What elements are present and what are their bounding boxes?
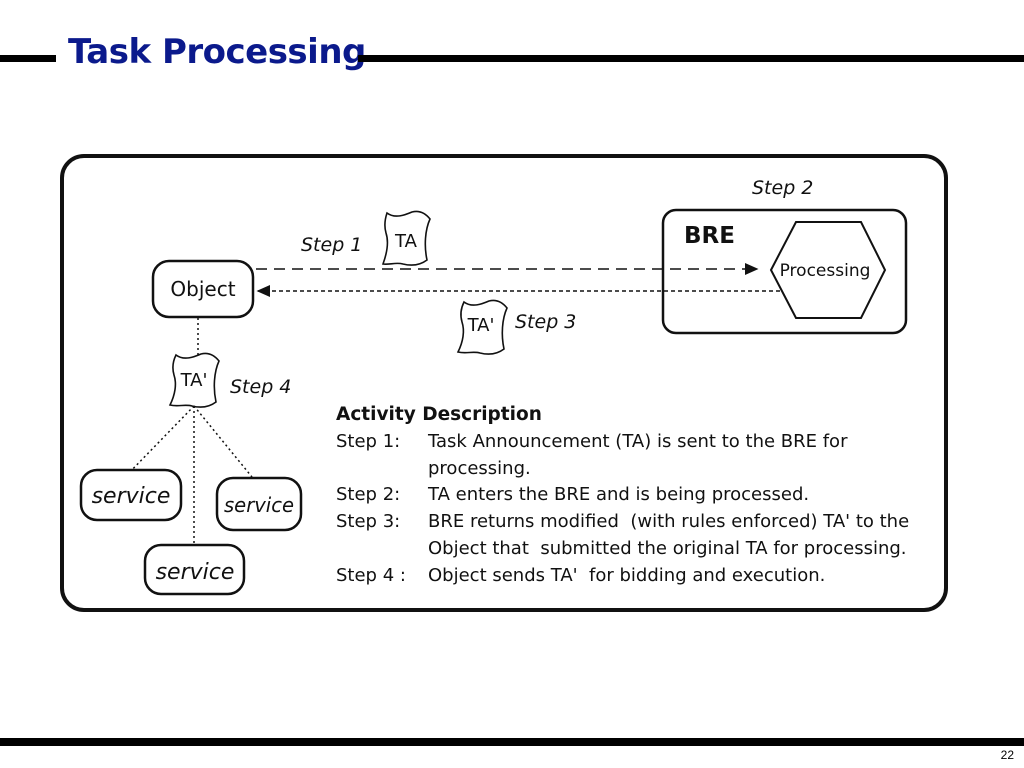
step-text: Task Announcement (TA) is sent to the BR… bbox=[428, 429, 946, 483]
service-label: service bbox=[156, 560, 235, 585]
activity-step-3: Step 3: BRE returns modified (with rules… bbox=[336, 509, 946, 563]
service-node bbox=[215, 476, 303, 532]
step-text-line: processing. bbox=[428, 457, 531, 479]
step-text: BRE returns modified (with rules enforce… bbox=[428, 509, 946, 563]
step-text-line: BRE returns modified (with rules enforce… bbox=[428, 511, 910, 533]
processing-label: Processing bbox=[780, 261, 871, 281]
service-node bbox=[143, 543, 246, 596]
processing-hexagon bbox=[769, 221, 887, 319]
activity-step-2: Step 2: TA enters the BRE and is being p… bbox=[336, 482, 946, 509]
step-text-line: Object sends TA' for bidding and executi… bbox=[428, 564, 826, 586]
activity-step-1: Step 1: Task Announcement (TA) is sent t… bbox=[336, 429, 946, 483]
ta-token-label: TA bbox=[394, 231, 418, 252]
object-node bbox=[151, 259, 255, 319]
dispatch-line-right bbox=[193, 405, 253, 478]
object-label: Object bbox=[170, 277, 235, 301]
step-label: Step 4 : bbox=[336, 564, 406, 586]
step-text-line: Task Announcement (TA) is sent to the BR… bbox=[428, 430, 848, 452]
ta-document-icon bbox=[381, 210, 431, 266]
ta-prime-dispatch-label: TA' bbox=[180, 370, 208, 391]
step-text: TA enters the BRE and is being processed… bbox=[428, 482, 946, 509]
bre-box bbox=[661, 208, 908, 335]
ta-prime-return-label: TA' bbox=[467, 315, 495, 336]
activity-heading: Activity Description bbox=[336, 404, 542, 425]
page-number: 22 bbox=[1000, 748, 1014, 762]
step-text-line: TA enters the BRE and is being processed… bbox=[428, 484, 810, 506]
step-label: Step 1: bbox=[336, 430, 401, 452]
ta-prime-return-document-icon bbox=[456, 299, 508, 355]
step1-label: Step 1 bbox=[301, 234, 362, 256]
slide-title: Task Processing bbox=[68, 32, 366, 72]
service-label: service bbox=[92, 484, 171, 509]
step-text-line: Object that submitted the original TA fo… bbox=[428, 537, 907, 559]
step-text: Object sends TA' for bidding and executi… bbox=[428, 563, 946, 590]
activity-step-4: Step 4 : Object sends TA' for bidding an… bbox=[336, 563, 946, 590]
ta-prime-dispatch-document-icon bbox=[168, 352, 220, 408]
step2-label: Step 2 bbox=[752, 177, 813, 199]
activity-description: Activity Description Step 1: Task Announ… bbox=[336, 402, 946, 590]
service-node bbox=[79, 468, 183, 522]
service-label: service bbox=[224, 493, 294, 517]
dispatch-line-left bbox=[124, 405, 195, 478]
footer-rule bbox=[0, 738, 1024, 746]
diagram-frame bbox=[60, 154, 948, 612]
title-rule-left bbox=[0, 55, 56, 62]
title-rule-right bbox=[358, 55, 1024, 62]
step-label: Step 2: bbox=[336, 484, 401, 506]
bre-label: BRE bbox=[684, 223, 735, 249]
step4-label: Step 4 bbox=[230, 376, 291, 398]
step-label: Step 3: bbox=[336, 511, 401, 533]
step3-label: Step 3 bbox=[515, 311, 576, 333]
